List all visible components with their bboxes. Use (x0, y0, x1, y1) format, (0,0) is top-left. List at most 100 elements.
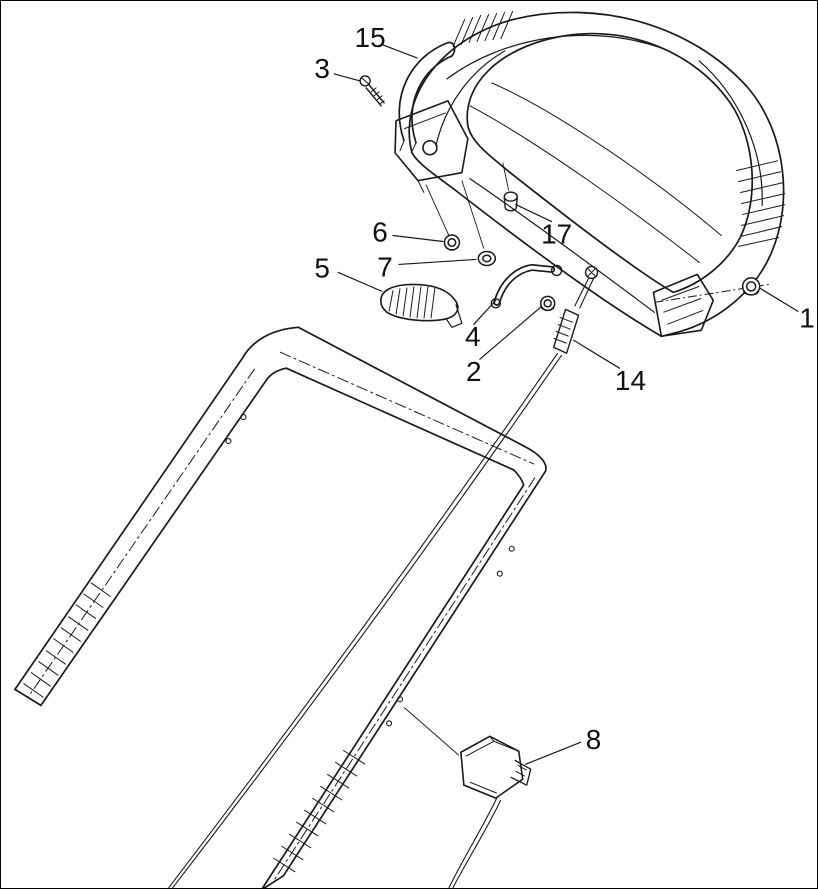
upper-handle-inner-line-1 (469, 105, 700, 263)
part-8-cable-fitting (403, 707, 532, 888)
part-14-cable-adjuster (552, 265, 599, 354)
lower-handle (14, 326, 547, 888)
part-15-bail-wire (398, 41, 456, 153)
crossbar-top-edge (297, 326, 525, 447)
part-7-inner (482, 254, 492, 263)
cap-top (503, 191, 518, 202)
right-tube-inner-edge (261, 469, 525, 888)
bail-inner (411, 55, 453, 144)
tube-hole (240, 414, 247, 421)
upper-handle-grip-hatch-right (736, 160, 786, 247)
centerline-crossbar (279, 351, 535, 465)
part-6-nut (443, 234, 461, 251)
part-8-top-edges (465, 735, 519, 757)
leader-line-5 (337, 271, 383, 292)
centerline-left-tube (27, 368, 255, 698)
cable-upper-segment (574, 278, 595, 309)
part-8-connector-hatch (515, 764, 527, 777)
upper-handle-contour-top (446, 34, 662, 80)
cap-projection-line (502, 162, 510, 191)
part-3-screw (359, 75, 385, 107)
handle-mount-left-bracket (394, 100, 485, 249)
part-2-flange (540, 307, 555, 311)
right-tube-outer-edge (282, 445, 547, 877)
projection-line-to-part7 (461, 180, 485, 249)
part-1-inner (745, 281, 757, 292)
callout-1: 1 (799, 302, 815, 333)
left-bracket-tab (417, 180, 425, 193)
bail-ends (399, 140, 417, 153)
part-1-flange (742, 291, 760, 296)
part-7-bushing (477, 250, 497, 267)
leader-line-2 (479, 305, 543, 360)
link-rod-eye-right (550, 264, 563, 277)
lever-ribs (388, 286, 436, 319)
left-tube-outer-edge (14, 326, 300, 691)
tube-hole (386, 720, 393, 727)
leader-line-8 (525, 741, 582, 765)
upper-handle-contour-bottom (469, 178, 655, 313)
part-5-lever (380, 283, 463, 328)
callout-17: 17 (541, 218, 572, 249)
upper-handle-bottom-edge (411, 151, 663, 338)
upper-handle (408, 11, 785, 338)
upper-handle-grip-hatch-top (452, 10, 514, 48)
part-8-projection-line (403, 707, 460, 756)
lever-tab (445, 304, 463, 328)
left-tube-grip-hatch (23, 582, 112, 698)
callout-4: 4 (465, 321, 481, 352)
right-bracket-outline (652, 273, 715, 338)
tube-hole (225, 437, 232, 445)
tube-hole (508, 545, 515, 552)
part-6-inner (447, 237, 457, 248)
part-4-link-rod (490, 263, 563, 309)
cap-bottom (504, 208, 517, 212)
cap-sides (503, 197, 518, 209)
callout-6: 6 (372, 216, 388, 247)
leader-line-1 (759, 287, 799, 312)
part-8-bottom-edge (469, 781, 497, 794)
crossbar-bottom-edge (285, 367, 515, 471)
leader-lines (333, 44, 799, 765)
callout-labels: 15 3 17 6 7 5 4 2 14 1 8 (314, 22, 814, 755)
callout-15: 15 (355, 22, 386, 53)
left-tube-inner-edge (40, 367, 288, 707)
centerline-right-tube (271, 477, 536, 884)
cable-end-connector (584, 265, 599, 280)
cable-line-1 (168, 352, 559, 888)
leader-line-14 (572, 339, 621, 369)
part-6-flange (444, 246, 460, 251)
control-cable (168, 352, 563, 888)
bail-top-cap (446, 41, 456, 57)
right-bracket-detail-lines (661, 285, 704, 325)
callout-3: 3 (314, 53, 330, 84)
link-rod-core (494, 265, 554, 305)
leader-line-17 (515, 203, 553, 223)
part-2-inner (543, 299, 552, 308)
part-8-connector (510, 759, 532, 786)
leader-line-3 (333, 73, 361, 82)
right-tube-grip-hatch (273, 749, 366, 873)
part-1-nut (741, 277, 761, 296)
callout-14: 14 (615, 365, 646, 396)
leader-line-7 (398, 258, 477, 266)
screw-threads (370, 87, 385, 105)
callout-7: 7 (377, 251, 393, 282)
callout-2: 2 (466, 356, 482, 387)
callout-8: 8 (586, 724, 602, 755)
tube-hole (496, 570, 503, 577)
adjuster-body (552, 308, 580, 354)
adjuster-thread-hatch (553, 316, 573, 344)
tube-hole (396, 696, 404, 703)
cable-end-cross (587, 268, 596, 277)
link-rod-eye-left (490, 298, 501, 309)
part-8-body (460, 735, 524, 799)
leader-line-15 (382, 44, 418, 59)
upper-handle-outer-outline (408, 11, 785, 338)
bail-outer (398, 42, 448, 142)
projection-line-to-part6 (425, 184, 450, 236)
left-bracket-hole (422, 139, 438, 156)
cable-line-2 (172, 354, 563, 888)
